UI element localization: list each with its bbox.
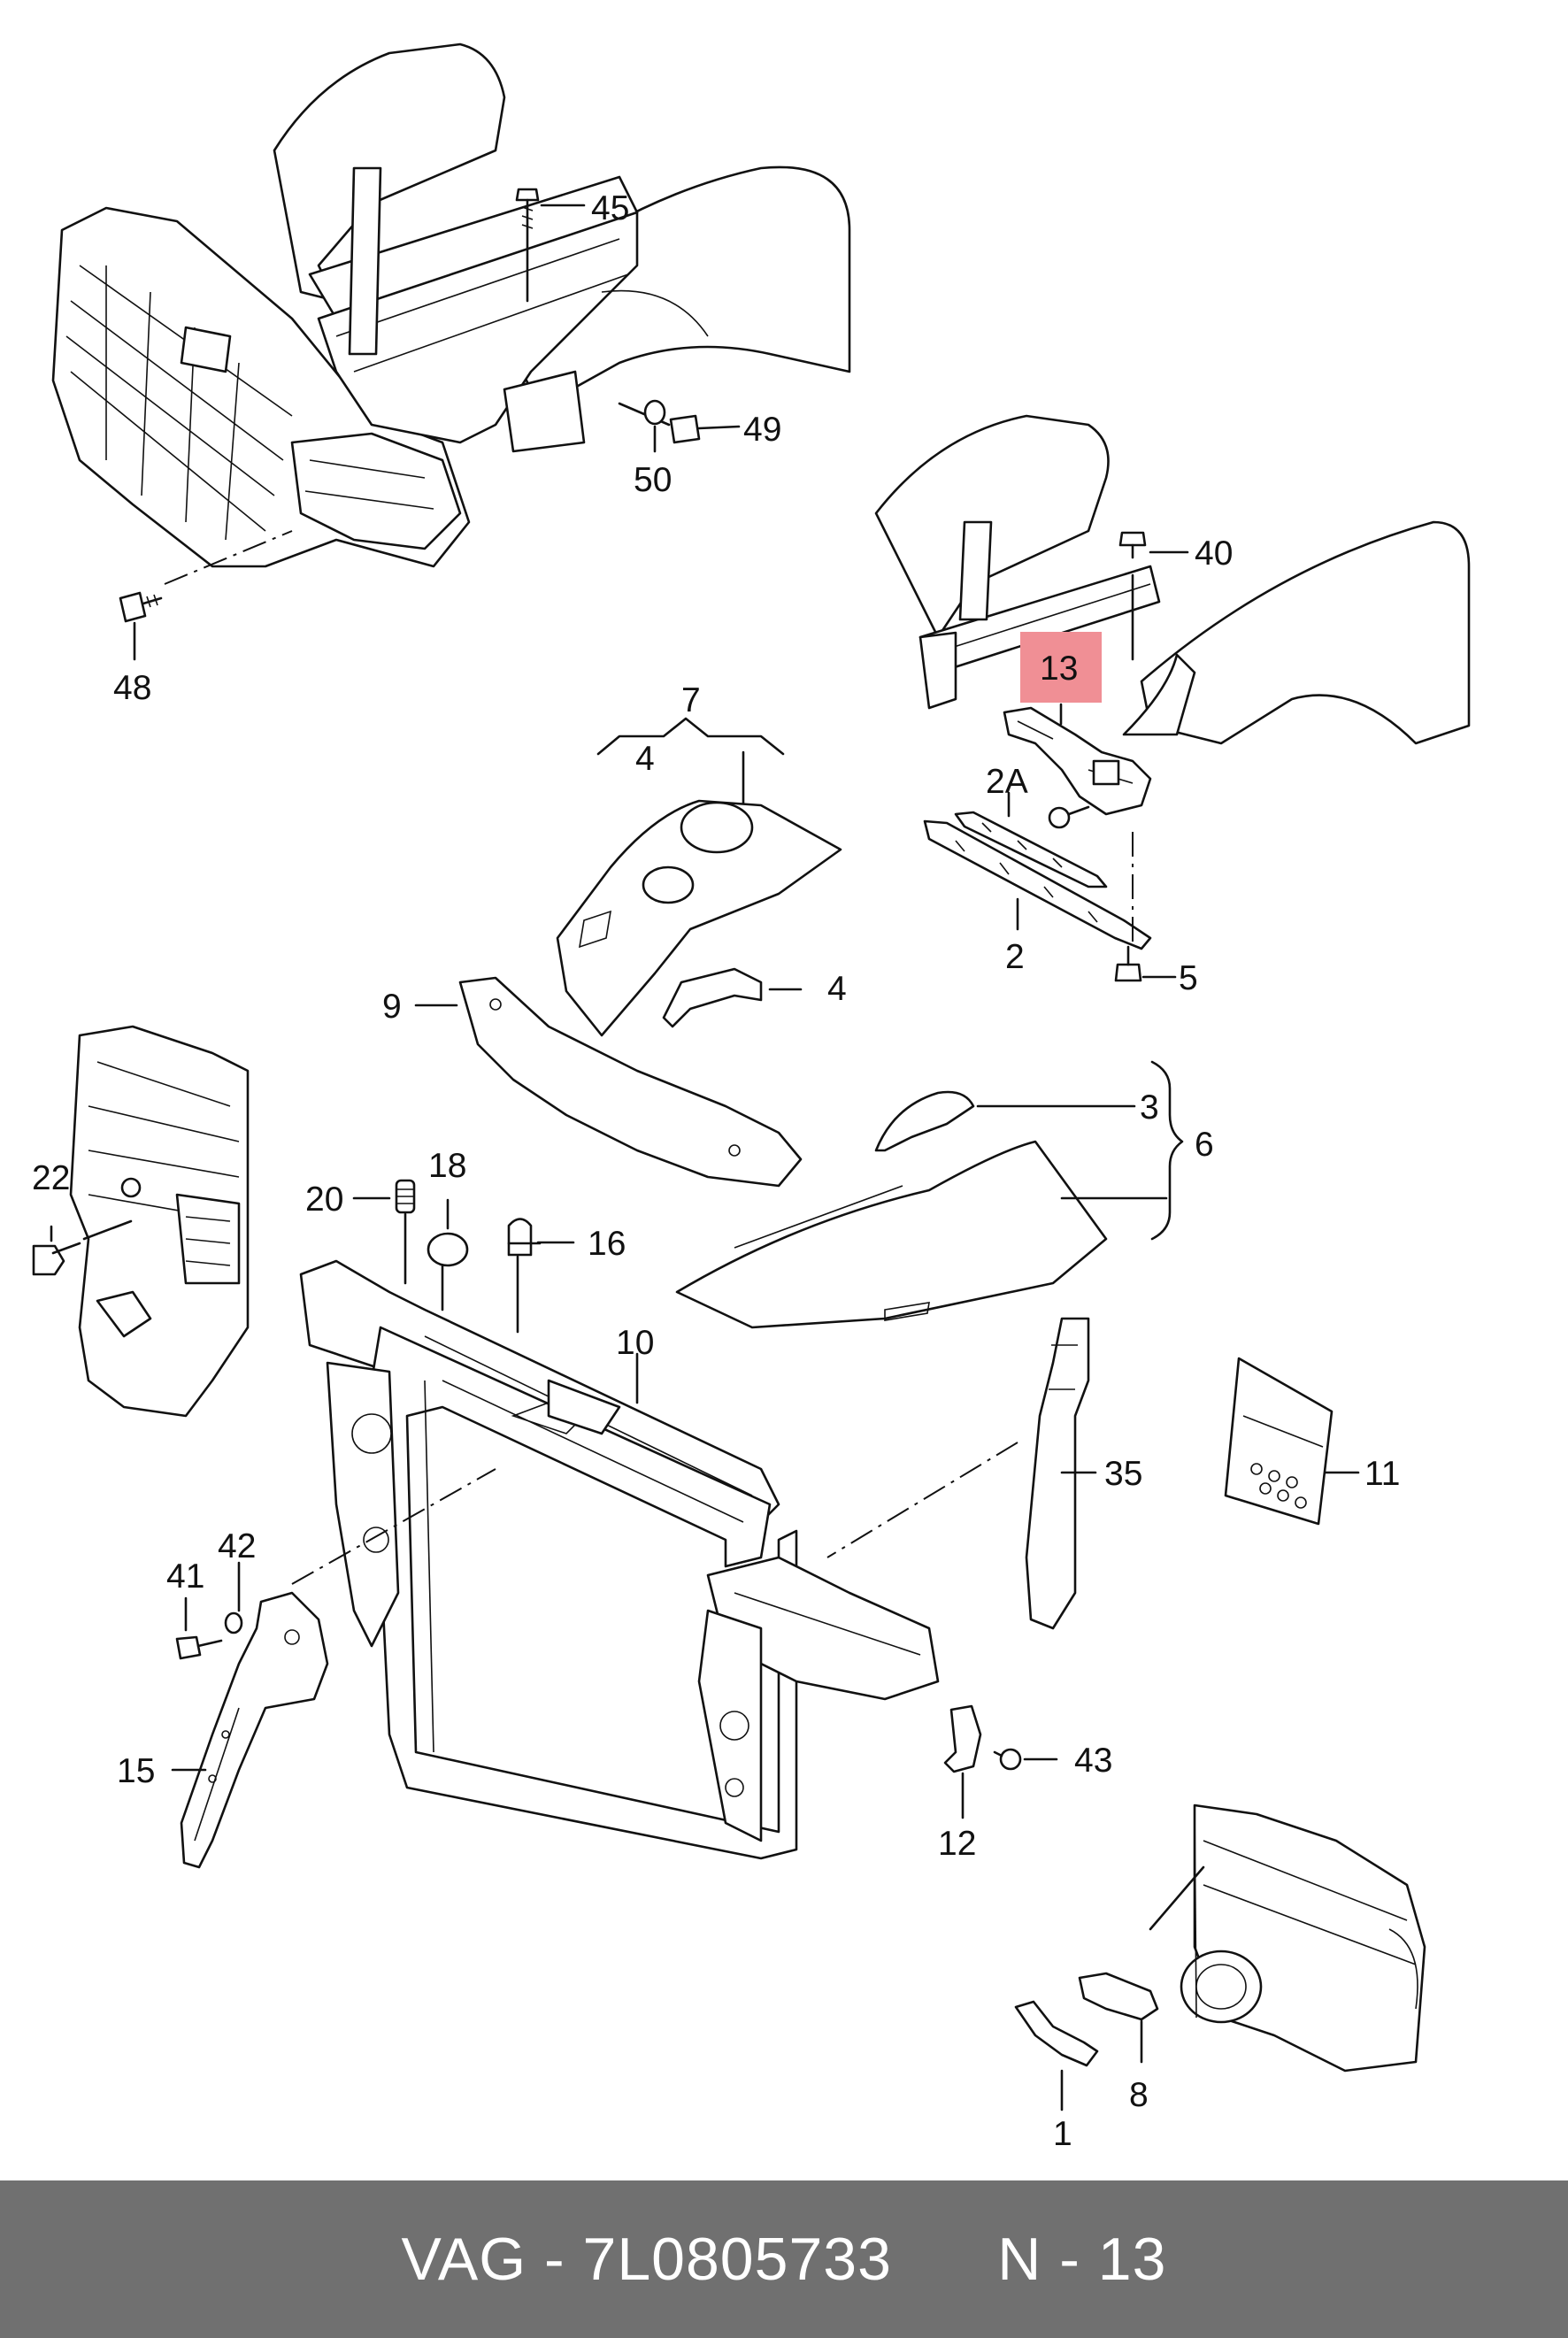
upper-fender-frame (273, 42, 851, 453)
bolt-48 (119, 530, 293, 661)
callout-20: 20 (305, 1181, 343, 1219)
insulation-mat-9 (414, 976, 803, 1188)
screw-45 (515, 188, 586, 303)
left-side-member (69, 1025, 250, 1418)
callout-6: 6 (1195, 1126, 1214, 1164)
bolt-22 (32, 1219, 133, 1276)
brace-group-3-6 (1150, 1060, 1184, 1241)
bracket-1 (1014, 2000, 1099, 2111)
callout-4-lower: 4 (827, 970, 847, 1008)
callout-9: 9 (382, 988, 402, 1026)
callout-43: 43 (1074, 1742, 1112, 1780)
bolt-43 (993, 1748, 1058, 1771)
callout-2A: 2A (986, 763, 1028, 801)
washer-50 (643, 399, 666, 453)
lock-carrier-leaders (291, 1352, 1018, 1585)
grille-assembly (51, 206, 471, 568)
callout-12: 12 (938, 1825, 976, 1863)
footer-bar: VAG - 7L0805733 N - 13 (0, 2180, 1568, 2338)
screw-40 (1118, 531, 1189, 661)
callout-1: 1 (1053, 2115, 1072, 2153)
callout-10: 10 (616, 1324, 654, 1362)
bracket-7 (596, 717, 785, 814)
callout-3: 3 (1140, 1088, 1159, 1127)
callout-48: 48 (113, 669, 151, 707)
insulation-mat-6 (675, 1140, 1168, 1329)
callout-49: 49 (743, 411, 781, 449)
bolt-41 (175, 1596, 223, 1660)
insulation-mat-3 (874, 1090, 1136, 1152)
footer-brand: VAG (401, 2226, 527, 2293)
callout-11: 11 (1364, 1455, 1401, 1493)
callout-41: 41 (166, 1557, 204, 1596)
cap-18 (427, 1198, 469, 1311)
air-guide-35 (1025, 1317, 1097, 1630)
support-strips-2 (923, 791, 1152, 950)
washer-42 (224, 1561, 243, 1634)
callout-4-upper: 4 (635, 740, 655, 778)
bolt-near-13 (1048, 805, 1090, 829)
lock-carrier-10 (299, 1259, 940, 1860)
bolt-5 (1114, 832, 1177, 982)
callout-2: 2 (1005, 938, 1025, 976)
callout-50: 50 (634, 461, 672, 499)
highlight-box-13 (1020, 632, 1102, 703)
bracket-12 (943, 1704, 982, 1819)
callout-8: 8 (1129, 2076, 1149, 2114)
clip-16 (507, 1218, 575, 1334)
callout-35: 35 (1104, 1455, 1142, 1493)
bracket-15 (171, 1591, 329, 1869)
callout-7: 7 (681, 681, 701, 719)
right-fender-frame (874, 414, 1471, 745)
callout-42: 42 (218, 1527, 256, 1565)
footer-part-code: 7L0805733 (582, 2226, 892, 2293)
callout-13: 13 (1040, 650, 1078, 688)
plug-20 (352, 1179, 416, 1285)
bolt-49 (618, 402, 741, 444)
callout-5: 5 (1179, 959, 1198, 997)
callout-45: 45 (591, 189, 629, 227)
mount-bracket-13 (1003, 653, 1196, 816)
callout-18: 18 (428, 1147, 466, 1185)
footer-position: N - 13 (997, 2226, 1167, 2293)
callout-15: 15 (117, 1752, 155, 1790)
callout-16: 16 (588, 1225, 626, 1263)
exploded-parts-diagram: 45 49 50 48 40 13 7 4 4 2A 2 5 9 3 6 22 … (32, 42, 1471, 2153)
bracket-8 (1078, 1972, 1159, 2064)
sound-pad-11 (1224, 1357, 1360, 1526)
footer-gap (892, 2225, 997, 2294)
callout-40: 40 (1195, 535, 1233, 573)
wheelhouse-detail (1149, 1803, 1426, 2073)
callout-22: 22 (32, 1159, 70, 1197)
footer-separator: - (527, 2226, 583, 2293)
insulation-mat-4 (556, 799, 842, 1037)
